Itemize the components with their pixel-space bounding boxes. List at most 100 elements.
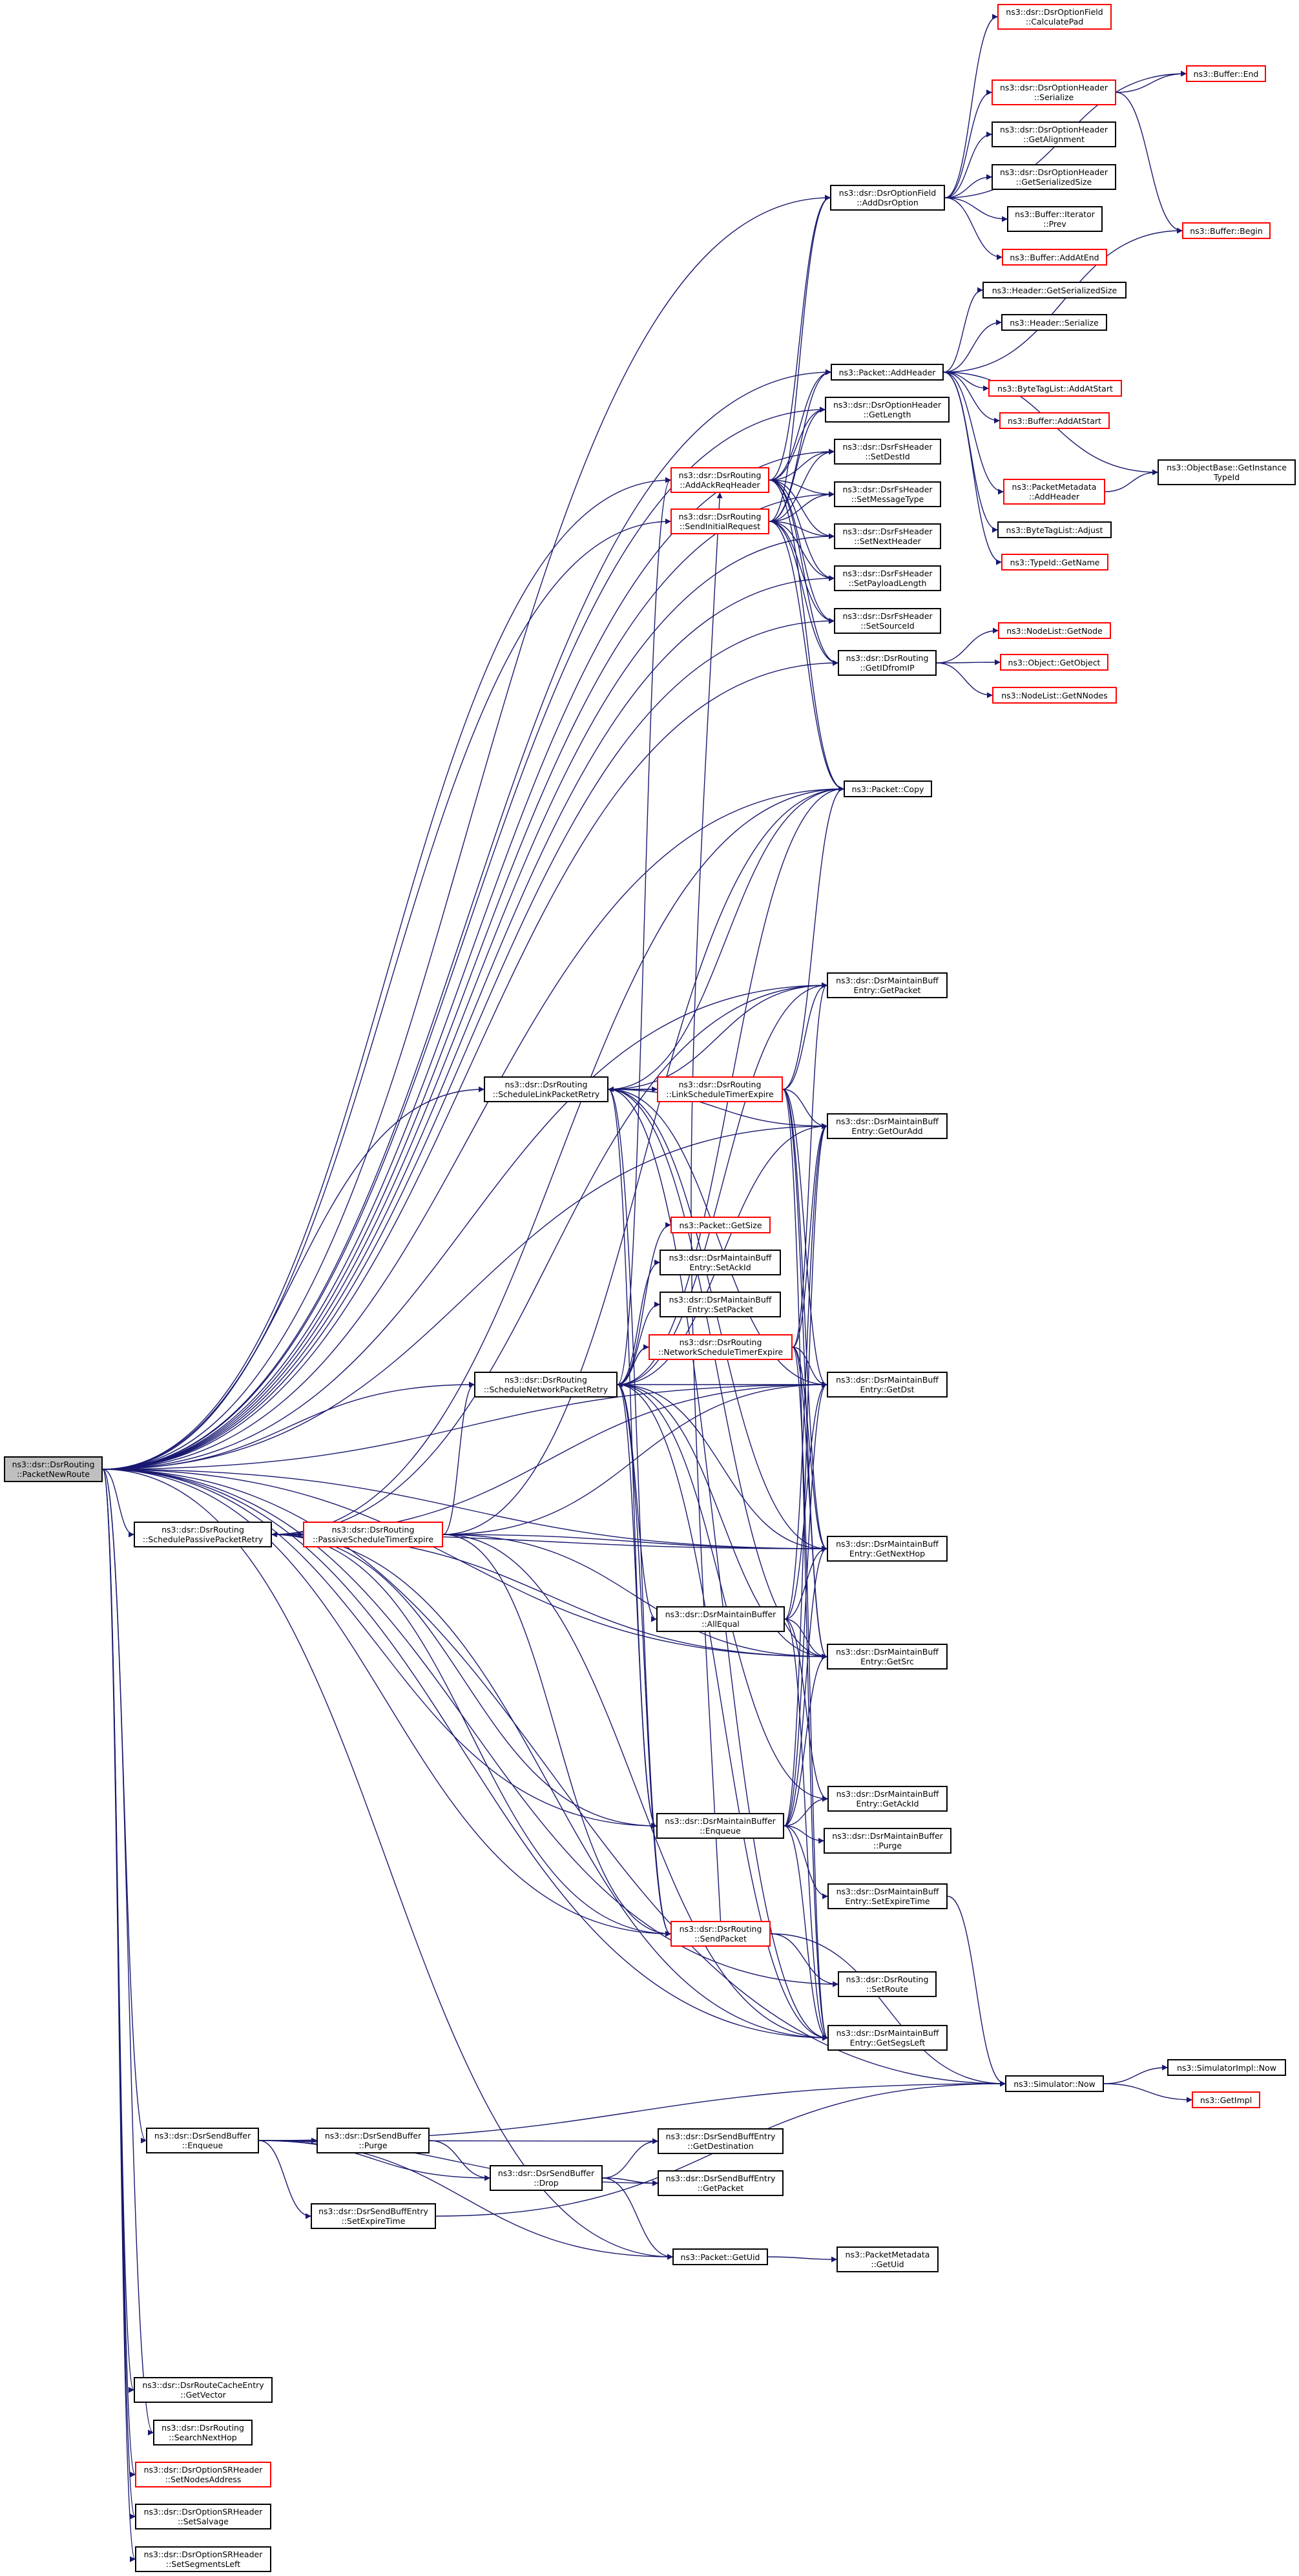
function-node-hdr-serialize[interactable]: ns3::Header::Serialize [1001,314,1107,331]
call-edge-mb-enqueue-to-mb-get-ack-id [784,1796,828,1827]
function-node-sbe-get-dest[interactable]: ns3::dsr::DsrSendBuffEntry::GetDestinati… [658,2128,784,2154]
function-node-oh-get-align[interactable]: ns3::dsr::DsrOptionHeader::GetAlignment [992,121,1116,147]
function-node-sim-now[interactable]: ns3::Simulator::Now [1005,2075,1104,2092]
function-node-label: ns3::dsr::DsrFsHeader [842,442,933,452]
function-node-label: ::GetIDfromIP [860,663,915,673]
function-node-buf-add-at-end[interactable]: ns3::Buffer::AddAtEnd [1002,249,1107,266]
function-node-link-timer[interactable]: ns3::dsr::DsrRouting::LinkScheduleTimerE… [657,1076,783,1102]
function-node-buf-end[interactable]: ns3::Buffer::End [1186,65,1266,82]
function-node-sbe-get-packet[interactable]: ns3::dsr::DsrSendBuffEntry::GetPacket [658,2170,784,2196]
function-node-sr-set-seg-left[interactable]: ns3::dsr::DsrOptionSRHeader::SetSegments… [135,2546,271,2572]
function-node-label: ns3::dsr::DsrOptionSRHeader [143,2550,263,2559]
function-node-set-route[interactable]: ns3::dsr::DsrRouting::SetRoute [838,1971,937,1997]
function-node-btl-adjust[interactable]: ns3::ByteTagList::Adjust [997,521,1112,538]
call-edge-sched-net-to-mb-enqueue [617,1384,657,1829]
function-node-fs-set-payload-len[interactable]: ns3::dsr::DsrFsHeader::SetPayloadLength [834,565,941,591]
function-node-oh-serialize[interactable]: ns3::dsr::DsrOptionHeader::Serialize [992,79,1116,105]
function-node-label: ns3::dsr::DsrOptionField [1006,7,1103,17]
call-edge-root-to-mb-get-src [102,1469,827,1660]
function-node-label: ns3::NodeList::GetNNodes [1001,690,1108,700]
function-node-send-packet[interactable]: ns3::dsr::DsrRouting::SendPacket [670,1921,771,1947]
call-edge-add-dsr-option-to-oh-get-align [944,131,992,198]
function-node-pm-add-header[interactable]: ns3::PacketMetadata::AddHeader [1003,479,1105,505]
function-node-oh-get-ser-size[interactable]: ns3::dsr::DsrOptionHeader::GetSerialized… [992,164,1116,190]
function-node-label: ns3::Header::Serialize [1010,317,1099,328]
function-node-rce-get-vector[interactable]: ns3::dsr::DsrRouteCacheEntry::GetVector [134,2377,273,2403]
function-node-pkt-copy[interactable]: ns3::Packet::Copy [844,780,932,797]
function-node-nl-get-nnodes[interactable]: ns3::NodeList::GetNNodes [992,687,1117,704]
function-node-get-id-from-ip[interactable]: ns3::dsr::DsrRouting::GetIDfromIP [838,650,937,676]
function-node-add-ack-req[interactable]: ns3::dsr::DsrRouting::AddAckReqHeader [670,467,769,493]
function-node-sbe-set-expire[interactable]: ns3::dsr::DsrSendBuffEntry::SetExpireTim… [311,2203,436,2229]
function-node-sr-set-salvage[interactable]: ns3::dsr::DsrOptionSRHeader::SetSalvage [135,2504,271,2529]
function-node-label: ::AddHeader [1028,492,1080,501]
function-node-iter-prev[interactable]: ns3::Buffer::Iterator::Prev [1007,206,1103,232]
function-node-pkt-get-uid[interactable]: ns3::Packet::GetUid [672,2248,768,2265]
function-node-label: ns3::dsr::DsrSendBuffer [154,2131,251,2141]
function-node-label: ns3::dsr::DsrRouting [846,653,929,663]
function-node-sched-net[interactable]: ns3::dsr::DsrRouting::ScheduleNetworkPac… [474,1372,618,1398]
call-edge-all-equal-to-mb-get-segs-left [784,1618,828,2041]
function-node-net-timer[interactable]: ns3::dsr::DsrRouting::NetworkScheduleTim… [649,1334,793,1360]
call-edge-mb-set-expire-to-sim-now [947,1896,1006,2087]
function-node-hdr-get-ser-size[interactable]: ns3::Header::GetSerializedSize [982,282,1127,298]
function-node-mb-purge[interactable]: ns3::dsr::DsrMaintainBuffer::Purge [824,1828,951,1854]
function-node-fs-set-dest-id[interactable]: ns3::dsr::DsrFsHeader::SetDestId [834,439,941,465]
function-node-label: ::SchedulePassivePacketRetry [142,1534,264,1544]
function-node-sr-set-nodes[interactable]: ns3::dsr::DsrOptionSRHeader::SetNodesAdd… [135,2462,271,2487]
call-edge-root-to-send-init-req [102,518,671,1470]
function-node-pkt-add-header[interactable]: ns3::Packet::AddHeader [831,364,944,381]
function-node-passive-timer[interactable]: ns3::dsr::DsrRouting::PassiveScheduleTim… [303,1522,443,1547]
function-node-nl-get-node[interactable]: ns3::NodeList::GetNode [998,622,1111,639]
call-edge-root-to-fs-set-next-header [102,533,835,1470]
function-node-pm-get-uid[interactable]: ns3::PacketMetadata::GetUid [837,2246,939,2272]
function-node-label: Entry::SetAckId [689,1262,751,1272]
function-node-fs-set-msg-type[interactable]: ns3::dsr::DsrFsHeader::SetMessageType [834,481,941,507]
function-node-sched-link[interactable]: ns3::dsr::DsrRouting::ScheduleLinkPacket… [484,1076,608,1102]
function-node-label: ns3::Buffer::End [1193,68,1259,79]
function-node-sb-purge[interactable]: ns3::dsr::DsrSendBuffer::Purge [317,2128,430,2153]
function-node-sb-drop[interactable]: ns3::dsr::DsrSendBuffer::Drop [490,2165,603,2191]
function-node-label: ::GetLength [863,410,911,419]
function-node-buf-add-at-start[interactable]: ns3::Buffer::AddAtStart [999,412,1110,429]
call-edge-root-to-sched-net [102,1381,475,1470]
function-node-calc-pad[interactable]: ns3::dsr::DsrOptionField::CalculatePad [997,4,1112,30]
function-node-mb-enqueue[interactable]: ns3::dsr::DsrMaintainBuffer::Enqueue [656,1813,784,1839]
function-node-add-dsr-option[interactable]: ns3::dsr::DsrOptionField::AddDsrOption [830,185,945,211]
function-node-sched-passive[interactable]: ns3::dsr::DsrRouting::SchedulePassivePac… [134,1522,272,1547]
function-node-label: ns3::dsr::DsrOptionHeader [999,125,1108,134]
function-node-obj-get-object[interactable]: ns3::Object::GetObject [1000,654,1108,671]
root-node-root[interactable]: ns3::dsr::DsrRouting::PacketNewRoute [4,1456,103,1482]
function-node-sb-enqueue[interactable]: ns3::dsr::DsrSendBuffer::Enqueue [146,2128,259,2153]
function-node-label: ns3::dsr::DsrMaintainBuff [669,1295,772,1304]
call-edge-mb-enqueue-to-mb-get-segs-left [784,1825,828,2041]
function-node-label: ns3::PacketMetadata [845,2250,930,2259]
function-node-all-equal[interactable]: ns3::dsr::DsrMaintainBuffer::AllEqual [656,1606,785,1632]
function-node-send-init-req[interactable]: ns3::dsr::DsrRouting::SendInitialRequest [670,508,769,534]
function-node-fs-set-next-header[interactable]: ns3::dsr::DsrFsHeader::SetNextHeader [834,523,941,549]
function-node-oh-get-length[interactable]: ns3::dsr::DsrOptionHeader::GetLength [825,397,950,423]
function-node-btl-add-at-start[interactable]: ns3::ByteTagList::AddAtStart [988,380,1122,397]
function-node-type-id-get-name[interactable]: ns3::TypeId::GetName [1001,554,1108,571]
function-node-sim-impl-now[interactable]: ns3::SimulatorImpl::Now [1167,2059,1286,2076]
function-node-label: ns3::dsr::DsrFsHeader [842,485,933,494]
call-edge-sched-passive-to-pkt-copy [271,786,844,1535]
function-node-pkt-get-size[interactable]: ns3::Packet::GetSize [670,1217,771,1233]
call-edge-passive-timer-to-mb-get-dst [442,1381,827,1535]
call-edge-sched-net-to-mb-set-ack-id [617,1259,660,1385]
function-node-search-next-hop[interactable]: ns3::dsr::DsrRouting::SearchNextHop [153,2420,253,2445]
function-node-fs-set-source-id[interactable]: ns3::dsr::DsrFsHeader::SetSourceId [834,608,941,634]
function-node-get-impl[interactable]: ns3::GetImpl [1192,2091,1260,2108]
function-node-buf-begin[interactable]: ns3::Buffer::Begin [1182,222,1271,239]
